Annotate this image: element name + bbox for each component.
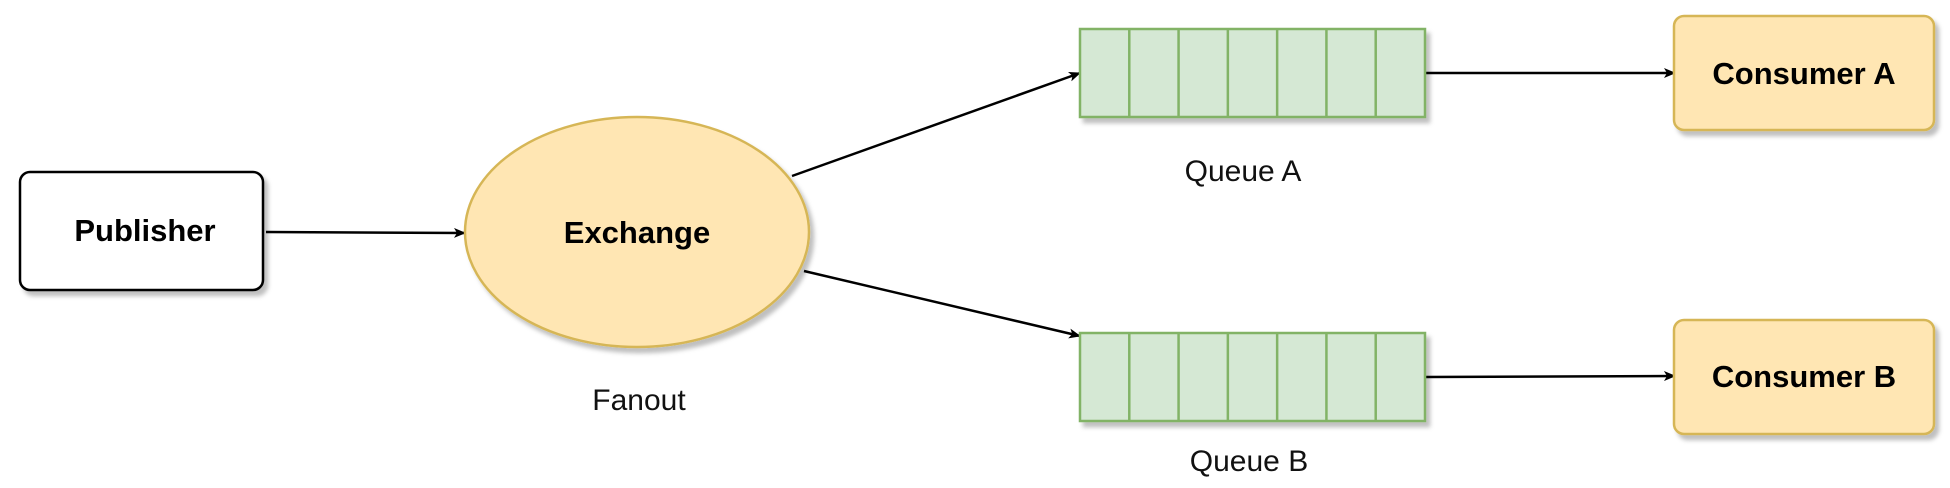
edges (265, 68, 1676, 382)
queue-a-caption: Queue A (1185, 155, 1302, 188)
publisher-box (18, 170, 265, 292)
consumer-a-label: Consumer A (1712, 56, 1895, 91)
queue-a-node: Queue A (1078, 27, 1427, 188)
consumer-a-node: Consumer A (1672, 14, 1936, 132)
publisher-node: Publisher (18, 170, 265, 292)
edge-exchange-to-queue-b (803, 269, 1081, 339)
edge-exchange-to-queue-a (791, 71, 1081, 178)
publisher-label: Publisher (74, 213, 215, 248)
consumer-b-label: Consumer B (1712, 359, 1896, 394)
queue-a-body (1078, 27, 1427, 119)
exchange-label: Exchange (564, 215, 710, 250)
edge-queue-b-to-consumer-b (1425, 371, 1676, 382)
consumer-a-box (1672, 14, 1936, 132)
queue-b-body (1078, 331, 1427, 423)
exchange-node: Exchange Fanout (463, 115, 811, 417)
queue-b-node: Queue B (1078, 331, 1427, 478)
exchange-ellipse (463, 115, 811, 349)
queue-b-caption: Queue B (1190, 445, 1308, 478)
exchange-type-caption: Fanout (592, 384, 686, 417)
consumer-b-box (1672, 318, 1936, 436)
edge-publisher-to-exchange (265, 227, 466, 238)
queue-a-slots (1128, 29, 1377, 117)
consumer-b-node: Consumer B (1672, 318, 1936, 436)
queue-b-slots (1128, 333, 1377, 421)
